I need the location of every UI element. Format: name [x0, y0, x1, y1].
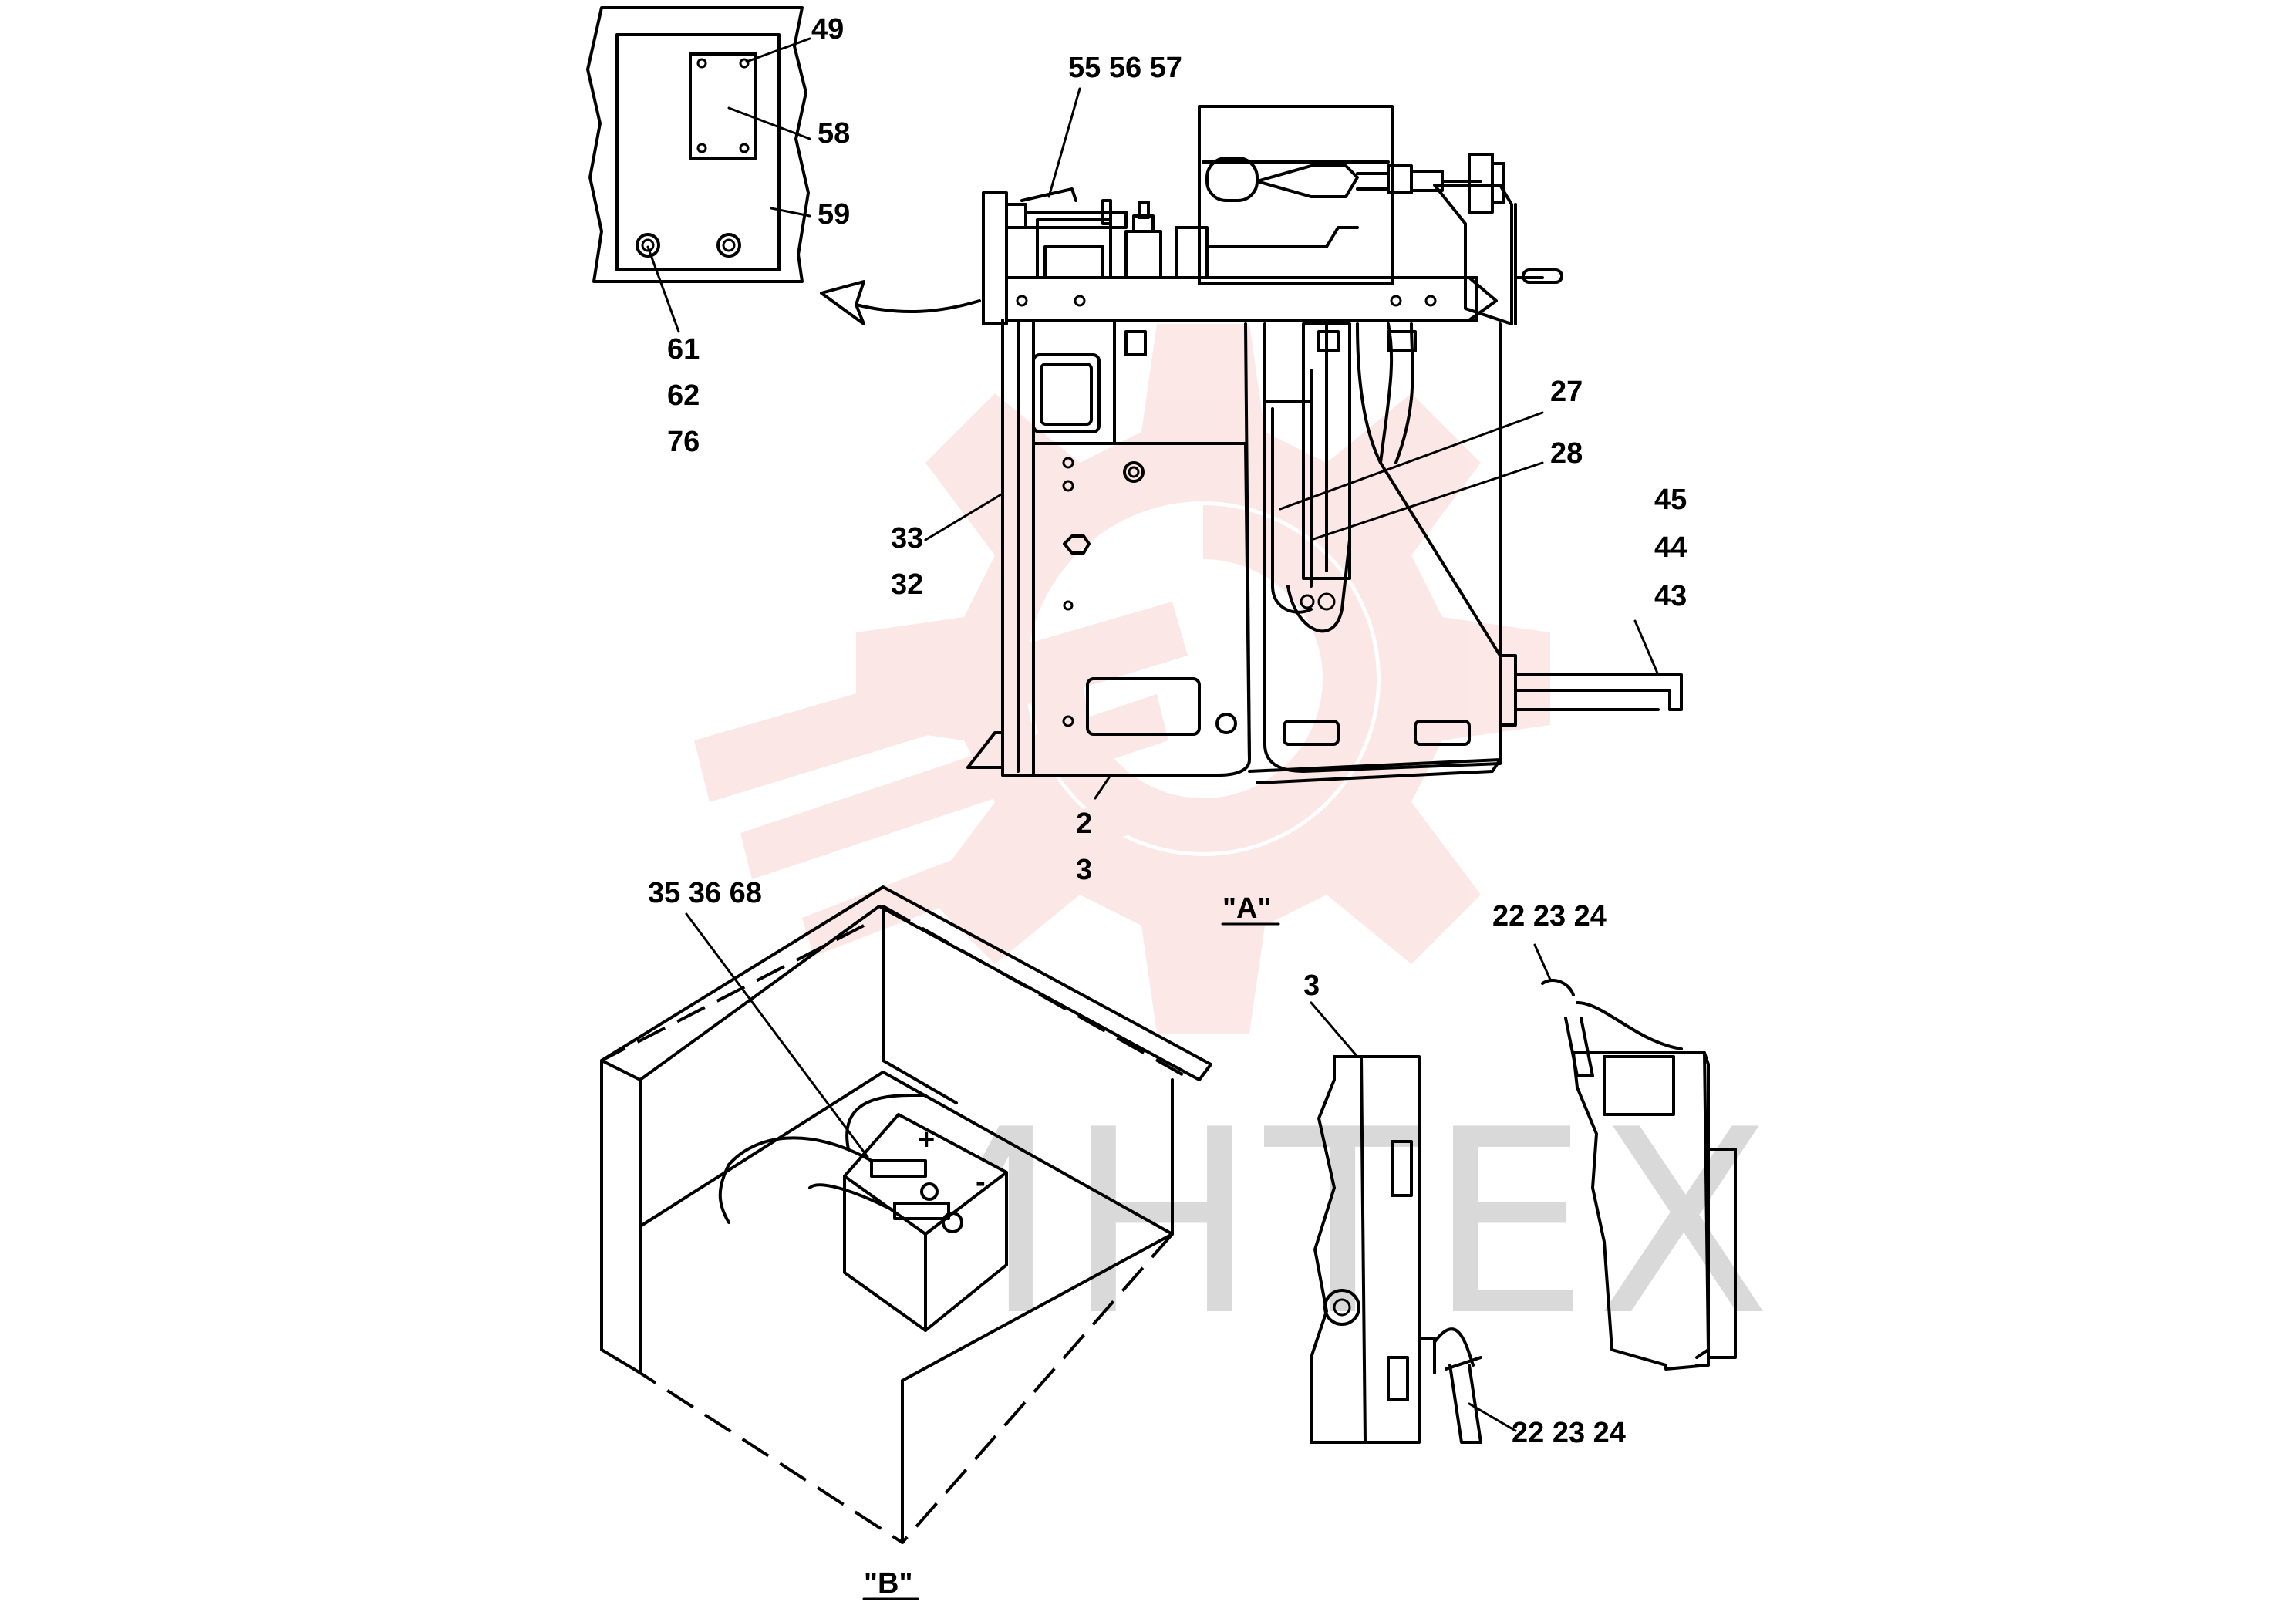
battery-minus-label: -	[976, 1166, 986, 1199]
watermark-gear-icon	[694, 324, 1550, 1034]
callout-62: 62	[667, 379, 700, 412]
callout-33: 33	[891, 522, 923, 555]
callout-44: 44	[1654, 531, 1687, 564]
callout-59: 59	[818, 198, 850, 231]
side-view-left	[1310, 1001, 1517, 1444]
callout-43: 43	[1654, 580, 1687, 612]
callout-28: 28	[1550, 437, 1583, 470]
side-view-right	[1533, 943, 1737, 1371]
detail-arrow-icon	[820, 280, 981, 325]
callout-45: 45	[1654, 484, 1687, 516]
callout-2: 2	[1076, 808, 1092, 840]
view-label-b: "B"	[864, 1567, 912, 1600]
callout-49: 49	[811, 13, 844, 46]
view-label-a: "A"	[1222, 892, 1271, 925]
callout-58: 58	[818, 117, 850, 150]
callout-61: 61	[667, 333, 700, 366]
callout-22-23-24-top: 22 23 24	[1492, 900, 1607, 932]
callout-32: 32	[891, 568, 923, 601]
battery-plus-label: +	[918, 1124, 935, 1156]
battery-box-view: + -	[600, 885, 1212, 1544]
callout-22-23-24-bottom: 22 23 24	[1512, 1417, 1626, 1449]
callout-labels: 49 58 59 61 62 76 55 56 57 27 28 45 44 4…	[648, 13, 1687, 1600]
main-assembly	[924, 87, 1683, 800]
callout-76: 76	[667, 426, 700, 458]
detail-panel	[586, 6, 811, 333]
callout-3-main: 3	[1076, 854, 1092, 886]
callout-3-side: 3	[1303, 969, 1320, 1002]
callout-55-56-57: 55 56 57	[1068, 52, 1182, 84]
callout-35-36-68: 35 36 68	[648, 877, 762, 909]
callout-27: 27	[1550, 376, 1583, 408]
